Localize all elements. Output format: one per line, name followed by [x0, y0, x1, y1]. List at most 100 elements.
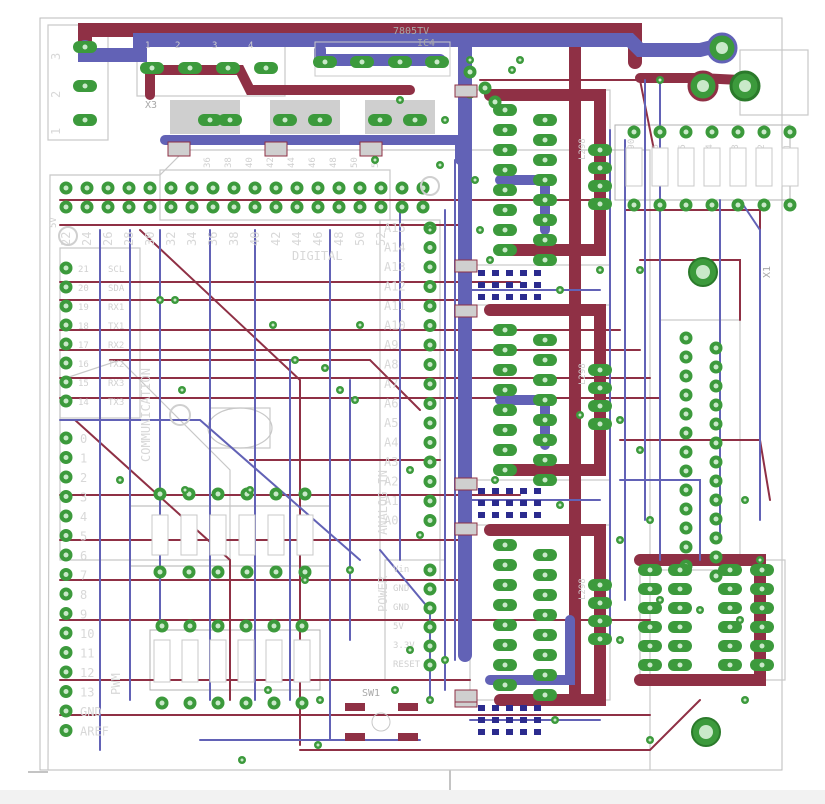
resistor-body	[296, 514, 314, 556]
comm-pin-label: SDA	[108, 284, 125, 294]
smd-pad	[506, 488, 513, 494]
power-pin-label: GND	[393, 603, 409, 613]
via-hole	[173, 298, 177, 302]
resistor-row-2-outline	[149, 629, 321, 691]
pwm-pin-label: 0	[80, 432, 87, 446]
pad-hole	[302, 569, 308, 575]
pad-hole	[542, 632, 548, 638]
pad-hole	[542, 217, 548, 223]
pad-hole	[427, 420, 433, 426]
sig-t15	[109, 359, 421, 411]
pad-hole	[502, 107, 508, 113]
pad-hole	[63, 455, 69, 460]
via-hole	[478, 228, 482, 232]
via-hole	[348, 568, 352, 572]
pad-hole	[647, 605, 653, 611]
via-hole	[618, 418, 622, 422]
pad-hole	[315, 204, 321, 210]
resistor-body	[209, 514, 227, 556]
pad-hole	[271, 623, 277, 629]
comm-pin-label: RX2	[108, 341, 124, 351]
pad-hole	[273, 569, 279, 575]
pad-hole	[427, 662, 433, 668]
pad-hole	[713, 364, 719, 370]
resistor-body	[238, 514, 256, 556]
pad-hole	[677, 567, 683, 573]
pad-hole	[709, 202, 715, 208]
pad-hole	[735, 129, 741, 135]
pwm-pin-label: 11	[80, 647, 94, 661]
analog-pin-label: A2	[384, 475, 398, 489]
pad-hole	[542, 672, 548, 678]
pad-hole	[427, 643, 433, 649]
resistor-body	[677, 147, 695, 187]
pad-hole	[542, 157, 548, 163]
smd-pad	[506, 294, 513, 300]
header-bottom-num: 38	[224, 157, 234, 168]
pad-hole	[159, 700, 165, 706]
pad-hole	[282, 117, 288, 123]
via-hole	[398, 98, 402, 102]
resistor-body	[151, 514, 169, 556]
sw1-button	[371, 712, 391, 732]
via-hole	[558, 503, 562, 507]
sig-b18	[59, 419, 361, 561]
pad-hole	[683, 335, 689, 341]
pad-hole	[542, 652, 548, 658]
pad-hole	[502, 407, 508, 413]
pad-hole	[63, 379, 69, 385]
header-bottom-num: 46	[308, 157, 318, 168]
pwm-pin-label: 7	[80, 569, 87, 583]
pwm-pin-label: 9	[80, 608, 87, 622]
pad-hole	[502, 447, 508, 453]
pad-hole	[542, 257, 548, 263]
pad-hole	[427, 518, 433, 523]
pad-hole	[82, 44, 88, 50]
pad-hole	[542, 572, 548, 578]
via-hole	[558, 288, 562, 292]
pad-hole	[683, 430, 689, 436]
smd-pad	[520, 512, 527, 518]
header-bottom-num: 44	[287, 157, 297, 168]
smd-resistor	[454, 259, 478, 273]
sig-t16	[74, 419, 231, 701]
pad-hole	[647, 662, 653, 668]
pad-hole	[683, 354, 689, 360]
pad-hole	[727, 643, 733, 649]
analog-pin-label: A8	[384, 358, 398, 372]
smd-resistor	[454, 477, 478, 491]
pad-hole	[63, 265, 69, 271]
header-top-num: 50	[353, 232, 367, 246]
pad-hole	[502, 127, 508, 133]
pad-hole	[294, 185, 300, 191]
resistor-body	[651, 147, 669, 187]
analog-pin-label: A0	[384, 514, 398, 528]
analog-pin-label: A1	[384, 494, 398, 508]
header-top-num: 28	[122, 232, 136, 246]
via-hole	[468, 58, 472, 62]
pad-hole	[63, 435, 69, 441]
comm-pin-label: 20	[78, 284, 89, 294]
pad-hole	[735, 202, 741, 208]
via-hole	[758, 558, 762, 562]
pad-hole	[677, 605, 683, 611]
pad-hole	[63, 572, 69, 577]
smd-pad	[506, 500, 513, 506]
via-hole	[373, 158, 377, 162]
comm-pin-label: TX3	[108, 398, 124, 408]
pad-hole	[677, 624, 683, 630]
power-pin-label: RESET	[393, 660, 421, 670]
pad-hole	[713, 402, 719, 408]
pad-hole	[317, 117, 323, 123]
pad-hole	[761, 202, 767, 208]
pad-hole	[427, 479, 433, 484]
sw1-pad-2	[398, 703, 418, 711]
via-hole	[553, 718, 557, 722]
resistor-body	[267, 514, 285, 556]
pad-hole	[502, 327, 508, 333]
smd-pad	[534, 500, 541, 506]
via-hole	[316, 743, 320, 747]
pad-hole	[759, 567, 765, 573]
via-hole	[248, 488, 252, 492]
analog-pin-label: A14	[384, 241, 406, 255]
